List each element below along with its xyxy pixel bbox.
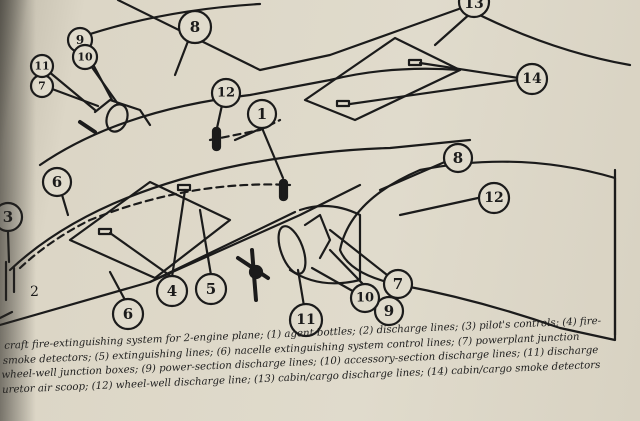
callout-6a: 6 — [52, 173, 62, 191]
callout-circle-1a — [246, 98, 278, 130]
leader-7b — [328, 228, 398, 284]
callout-14: 14 — [522, 71, 542, 87]
callout-circle-12b — [477, 181, 511, 215]
pilot-control-base — [0, 310, 14, 320]
leader-14b — [348, 77, 527, 106]
leader-1a — [233, 126, 264, 142]
callout-7a: 7 — [38, 80, 46, 93]
callout-10b: 10 — [356, 291, 374, 306]
callout-3: 3 — [3, 208, 13, 226]
engine-junction-right — [303, 213, 332, 260]
callout-circle-6b — [111, 297, 145, 331]
callout-11b: 11 — [296, 312, 315, 328]
callout-9a: 9 — [76, 33, 84, 47]
lower-cabin-floor — [148, 210, 297, 284]
agent-bottle-left — [211, 126, 222, 152]
callout-circle-14 — [515, 62, 549, 96]
callout-8b: 8 — [453, 149, 463, 167]
wing-upper-edge — [458, 3, 632, 67]
fuselage-lower-edge — [8, 138, 472, 272]
leader-12b — [398, 196, 480, 217]
callout-4: 4 — [167, 282, 177, 300]
callout-circle-8b — [442, 142, 474, 174]
callout-1a: 1 — [257, 105, 267, 123]
callout-12a: 12 — [217, 86, 235, 101]
leader-13 — [433, 10, 474, 47]
engine-loop-right — [277, 225, 307, 275]
propeller-left — [78, 120, 97, 134]
callout-circle-10a — [71, 43, 99, 71]
callout-circle-9b — [373, 295, 405, 327]
smoke-detector-lower-2 — [97, 227, 113, 236]
callout-circle-11b — [288, 302, 324, 338]
lower-cabin-box — [68, 180, 232, 280]
fuselage-top-edge — [116, 0, 472, 72]
callout-circle-12a — [210, 77, 242, 109]
leader-4a — [170, 188, 187, 279]
callout-circle-4 — [155, 274, 189, 308]
callout-circle-5 — [194, 272, 228, 306]
callout-circle-13 — [457, 0, 491, 19]
leader-1b — [260, 126, 285, 180]
leader-6b — [108, 270, 127, 302]
upper-cabin-box — [303, 36, 462, 122]
agent-bottle-right — [278, 178, 289, 202]
callout-7b: 7 — [393, 275, 403, 293]
dashed-control-line — [18, 183, 292, 270]
leader-8b — [378, 156, 456, 192]
propeller-hub-right — [248, 264, 264, 280]
leader-4b — [108, 231, 174, 279]
engine-junction-left — [93, 98, 152, 127]
callout-5: 5 — [206, 280, 216, 298]
fuselage-mid-edge — [38, 67, 462, 167]
callout-circle-10b — [349, 282, 381, 314]
leader-3 — [6, 230, 11, 264]
smoke-detector-lower-1 — [176, 183, 192, 192]
fuselage-bottom-edge — [0, 183, 362, 327]
leader-8a — [173, 34, 192, 77]
callout-12b: 12 — [484, 190, 503, 206]
callout-circle-8a — [177, 9, 213, 45]
callout-8a: 8 — [190, 18, 200, 36]
callout-11a: 11 — [34, 60, 49, 73]
callout-9b: 9 — [384, 302, 394, 320]
discharge-line-marker: 2 — [30, 284, 39, 300]
leader-5 — [198, 208, 213, 277]
callout-6b: 6 — [123, 305, 133, 323]
callout-circle-7b — [382, 268, 414, 300]
callout-10a: 10 — [77, 51, 93, 64]
fuselage-upper-edge — [76, 2, 262, 40]
callout-13: 13 — [464, 0, 483, 12]
smoke-detector-upper-2 — [335, 99, 351, 108]
leader-14a — [418, 61, 527, 81]
callout-circle-6a — [41, 166, 73, 198]
